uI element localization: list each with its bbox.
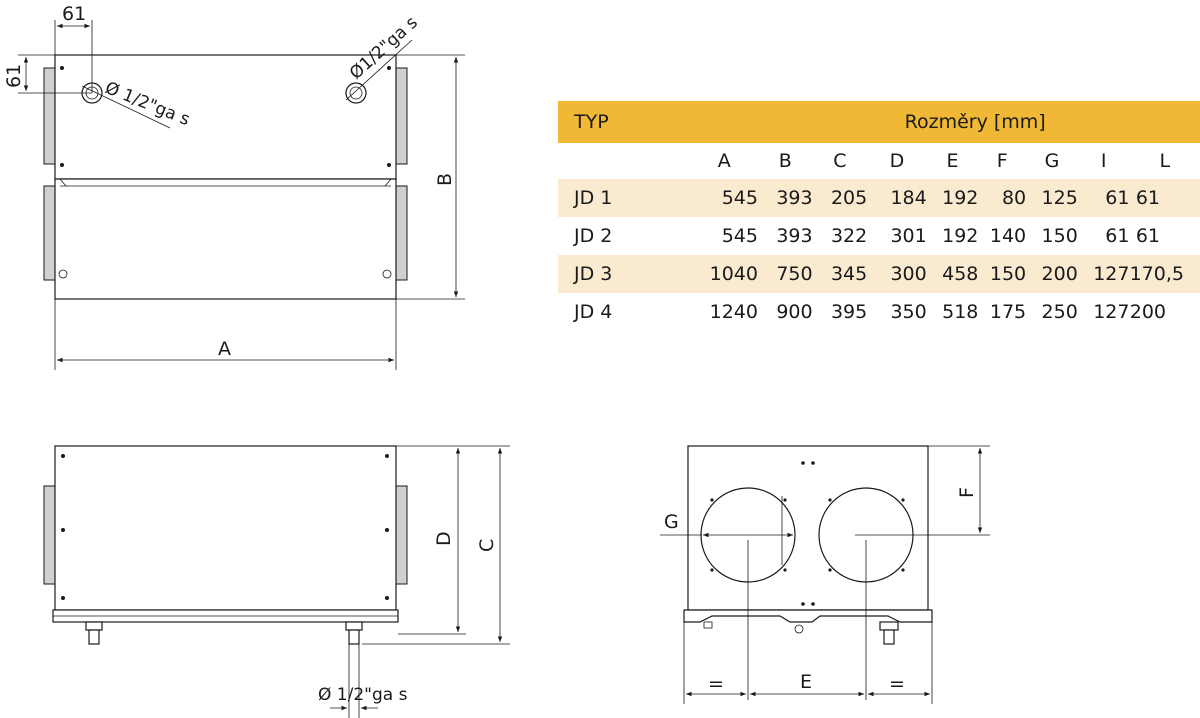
dim-a-label: A bbox=[218, 338, 231, 360]
cell: 80 bbox=[978, 179, 1027, 217]
dim-61-vertical: 61 bbox=[3, 64, 25, 88]
top-body-upper bbox=[54, 54, 397, 180]
cell: 518 bbox=[942, 301, 979, 323]
table-row: JD 1 545 393 205 184 192 80 125 61 61 bbox=[558, 179, 1200, 217]
cell: 750 bbox=[757, 255, 813, 293]
cell: 127 bbox=[1077, 255, 1130, 293]
cell: 150 bbox=[1041, 225, 1078, 247]
equal-left-label: = bbox=[708, 673, 724, 695]
cell: 184 bbox=[867, 179, 927, 217]
cell: 300 bbox=[867, 255, 927, 293]
dim-d-label: D bbox=[433, 531, 455, 546]
cell: 175 bbox=[989, 301, 1027, 323]
type-header: TYP bbox=[558, 101, 691, 143]
cell: 545 bbox=[721, 225, 758, 247]
side-body bbox=[687, 445, 929, 611]
front-view: Ø 1/2"ga s D C bbox=[43, 445, 510, 718]
table-header-row: TYP Rozměry [mm] bbox=[558, 101, 1200, 143]
pipe-label-front: Ø 1/2"ga s bbox=[318, 685, 408, 705]
front-flange-left bbox=[43, 485, 56, 585]
cell: 250 bbox=[1041, 301, 1078, 323]
row-type: JD 4 bbox=[574, 301, 613, 323]
col-header: G bbox=[1044, 150, 1060, 172]
table-row: JD 3 1040 750 345 300 458 150 200 127 17… bbox=[558, 255, 1200, 293]
col-header: E bbox=[946, 150, 959, 172]
col-header: F bbox=[996, 150, 1008, 172]
dimensions-header: Rozměry [mm] bbox=[690, 101, 1200, 143]
cell: 205 bbox=[812, 179, 868, 217]
front-body bbox=[54, 445, 397, 611]
dim-e-label: E bbox=[800, 671, 812, 693]
cell: 61 bbox=[1135, 225, 1160, 247]
cell: 393 bbox=[757, 179, 813, 217]
row-type: JD 3 bbox=[558, 255, 691, 293]
dim-c-label: C bbox=[476, 539, 498, 552]
cell: 192 bbox=[926, 179, 979, 217]
cell: 393 bbox=[776, 225, 813, 247]
top-view: 61 61 Ø 1/2"ga s Ø1/2"ga s A B bbox=[3, 3, 465, 370]
row-type: JD 2 bbox=[574, 225, 613, 247]
flange-right-lower bbox=[395, 185, 408, 281]
drain-pipe-right bbox=[345, 621, 363, 645]
pipe-fitting-right bbox=[345, 82, 367, 104]
column-letters-row: A B C D E F G I L bbox=[558, 143, 1200, 179]
cell: 458 bbox=[926, 255, 979, 293]
col-header: I bbox=[1100, 150, 1107, 172]
cell: 140 bbox=[989, 225, 1027, 247]
flange-left-upper bbox=[43, 67, 56, 165]
cell: 545 bbox=[690, 179, 758, 217]
cell: 322 bbox=[830, 225, 868, 247]
side-drain-pipe bbox=[879, 621, 899, 631]
dim-g-label: G bbox=[664, 511, 679, 533]
cell: 192 bbox=[942, 225, 979, 247]
cell: 150 bbox=[978, 255, 1027, 293]
flange-left-lower bbox=[43, 185, 56, 281]
col-header: D bbox=[889, 150, 905, 172]
equal-right-label: = bbox=[889, 673, 905, 695]
col-header: A bbox=[717, 150, 731, 172]
cell: 1240 bbox=[709, 301, 758, 323]
cell: 900 bbox=[776, 301, 813, 323]
dim-61-horizontal: 61 bbox=[62, 3, 86, 25]
screw-dots bbox=[60, 66, 391, 167]
side-view: G F = E = bbox=[660, 445, 990, 704]
table-row: JD 4 1240 900 395 350 518 175 250 127 20… bbox=[558, 293, 1200, 331]
cell: 200 bbox=[1129, 301, 1166, 323]
cell: 125 bbox=[1026, 179, 1078, 217]
cell: 61 bbox=[1077, 179, 1130, 217]
cell: 61 bbox=[1129, 179, 1200, 217]
table-row: JD 2 545 393 322 301 192 140 150 61 61 bbox=[558, 217, 1200, 255]
cell: 127 bbox=[1093, 301, 1130, 323]
drain-pipe-left bbox=[85, 621, 103, 645]
col-header: C bbox=[833, 150, 847, 172]
front-flange-right bbox=[395, 485, 408, 585]
side-base-plate bbox=[683, 609, 933, 623]
dimensions-table: TYP Rozměry [mm] A B C D E F G I L JD 1 … bbox=[558, 101, 1200, 331]
flange-right-upper bbox=[395, 67, 408, 165]
cell: 395 bbox=[830, 301, 868, 323]
row-type: JD 1 bbox=[558, 179, 691, 217]
cell: 345 bbox=[812, 255, 868, 293]
dim-b-label: B bbox=[434, 173, 456, 186]
cell: 61 bbox=[1105, 225, 1130, 247]
col-header: L bbox=[1159, 150, 1171, 172]
cell: 200 bbox=[1026, 255, 1078, 293]
cell: 170,5 bbox=[1129, 255, 1200, 293]
col-header: B bbox=[778, 150, 792, 172]
dim-f-label: F bbox=[956, 487, 978, 498]
cell: 350 bbox=[890, 301, 927, 323]
cell: 1040 bbox=[690, 255, 758, 293]
cell: 301 bbox=[890, 225, 927, 247]
top-body-lower bbox=[54, 178, 397, 300]
